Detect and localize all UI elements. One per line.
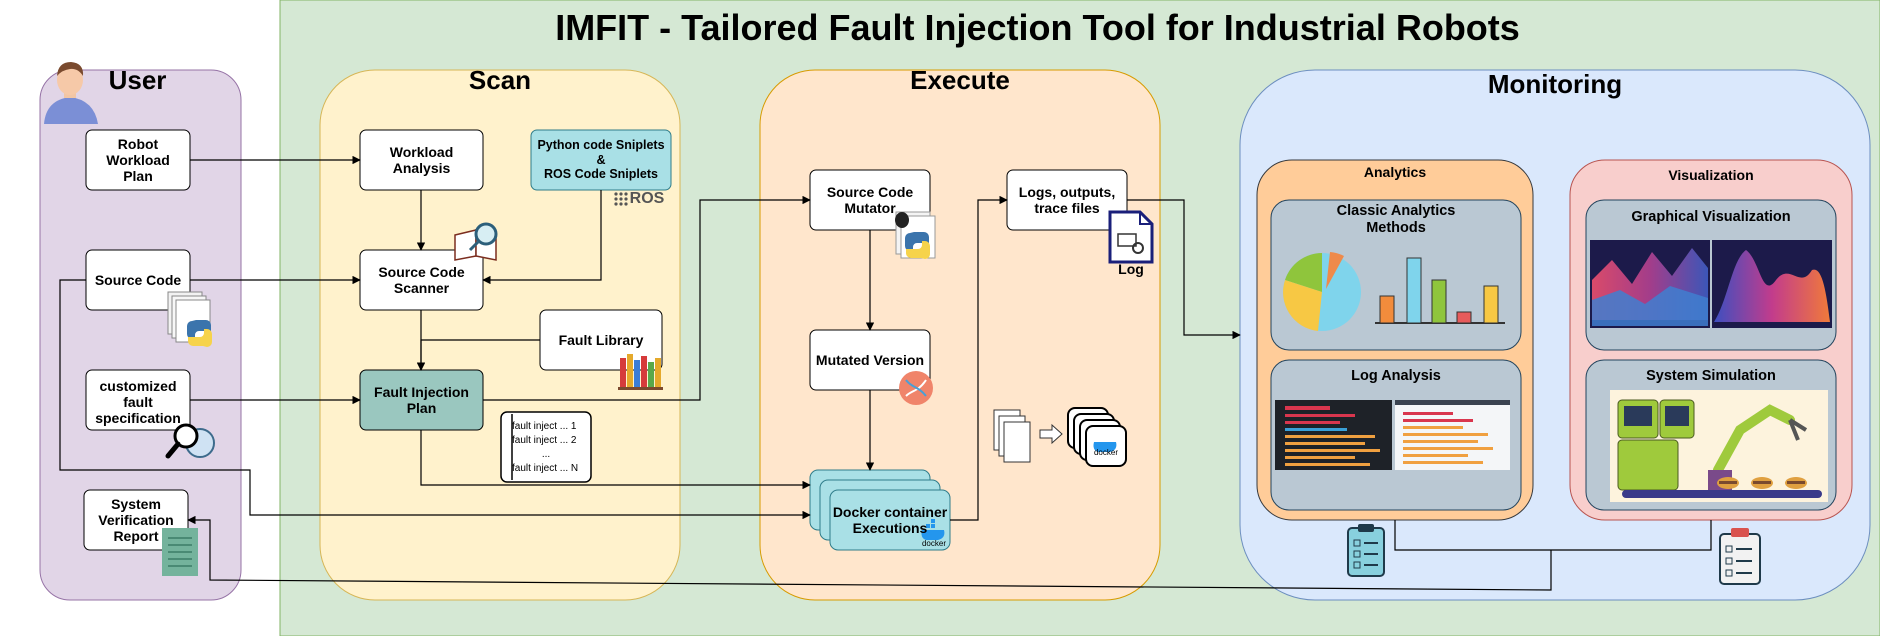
robot-workload-plan-label: Robot Workload Plan	[106, 135, 170, 185]
source-code-scanner-label: Source Code Scanner	[378, 263, 465, 296]
arrow-snippets-to-scanner	[482, 190, 602, 285]
dna-mutation-icon	[899, 371, 933, 405]
ros-logo-icon	[614, 192, 628, 206]
mutator-python-icon	[895, 211, 936, 259]
visualization-label: Visualization	[1668, 166, 1754, 183]
fault-library-label: Fault Library	[558, 331, 644, 348]
customized-fault-spec-label: customized fault specification	[95, 377, 181, 427]
python-snippets-label: Python code Sniplets & ROS Code Sniplets	[537, 138, 665, 182]
books-icon	[618, 354, 663, 390]
fault-list-item: fault inject ... 2	[512, 435, 577, 447]
system-simulation-label: System Simulation	[1646, 367, 1776, 384]
page-title: IMFIT - Tailored Fault Injection Tool fo…	[555, 7, 1520, 49]
source-code-mutator-label: Source Code Mutator	[826, 183, 914, 216]
line-analytics-to-report-join	[1394, 520, 1551, 551]
arrow-plan-to-docker	[420, 430, 811, 490]
docker-logo-label: docker	[921, 539, 946, 549]
report-document-icon	[162, 528, 198, 576]
docker-container-label: Docker container Executions	[832, 503, 948, 536]
arrow-plan-to-mutator	[483, 195, 811, 401]
book-magnifier-icon	[454, 222, 498, 261]
bar-chart-icon	[1375, 257, 1505, 324]
log-terminal-screenshot-dark	[1275, 400, 1392, 470]
clipboard-icon-visualization	[1719, 528, 1761, 585]
arrow-docker-to-logs	[950, 195, 1008, 521]
ros-logo-label: ROS	[629, 189, 665, 207]
docker-whale-icon	[921, 519, 945, 540]
arrow-library-to-plan	[416, 339, 540, 371]
log-terminal-screenshot-light	[1395, 400, 1510, 470]
magnifier-icon	[165, 423, 215, 459]
source-code-label: Source Code	[94, 271, 182, 288]
fault-list-item: fault inject ... N	[512, 463, 579, 475]
docker-logo-label-small: docker	[1093, 448, 1118, 458]
analytics-label: Analytics	[1363, 163, 1427, 180]
logs-outputs-label: Logs, outputs, trace files	[1018, 183, 1116, 216]
execute-lane-title: Execute	[910, 65, 1010, 96]
monitoring-lane-title: Monitoring	[1487, 69, 1623, 100]
connectors	[59, 155, 1712, 591]
graphical-visualization-label: Graphical Visualization	[1631, 208, 1791, 225]
python-files-icon	[167, 291, 212, 347]
workload-analysis-label: Workload Analysis	[389, 143, 454, 176]
log-analysis-label: Log Analysis	[1351, 367, 1441, 384]
log-file-icon	[1108, 210, 1154, 264]
scan-lane-title: Scan	[468, 65, 532, 96]
log-label: Log	[1118, 260, 1144, 277]
user-lane-title: User	[108, 65, 167, 96]
arrow-source-code-to-docker	[59, 279, 811, 520]
area-chart-icon-1	[1590, 240, 1710, 328]
fault-list-box	[500, 411, 592, 483]
classic-analytics-label: Classic Analytics Methods	[1336, 203, 1456, 236]
arrow-logs-to-monitoring	[1127, 199, 1241, 340]
arrow-monitoring-to-report	[187, 515, 1552, 591]
line-visualization-to-report-join	[1551, 520, 1712, 551]
documents-to-docker-icon	[993, 407, 1127, 467]
system-verification-report-label: System Verification Report	[98, 495, 174, 545]
mutated-version-label: Mutated Version	[815, 351, 925, 368]
area-chart-icon-2	[1712, 240, 1832, 328]
fault-list-item: fault inject ... 1	[512, 421, 577, 433]
user-avatar-icon	[44, 62, 98, 124]
fault-injection-plan-label: Fault Injection Plan	[374, 383, 469, 416]
pie-chart-icon	[1283, 252, 1361, 331]
clipboard-icon-analytics	[1347, 524, 1385, 577]
fault-list-item: ...	[541, 449, 551, 461]
robot-simulation-illustration	[1610, 390, 1828, 502]
user-lane	[39, 69, 242, 601]
